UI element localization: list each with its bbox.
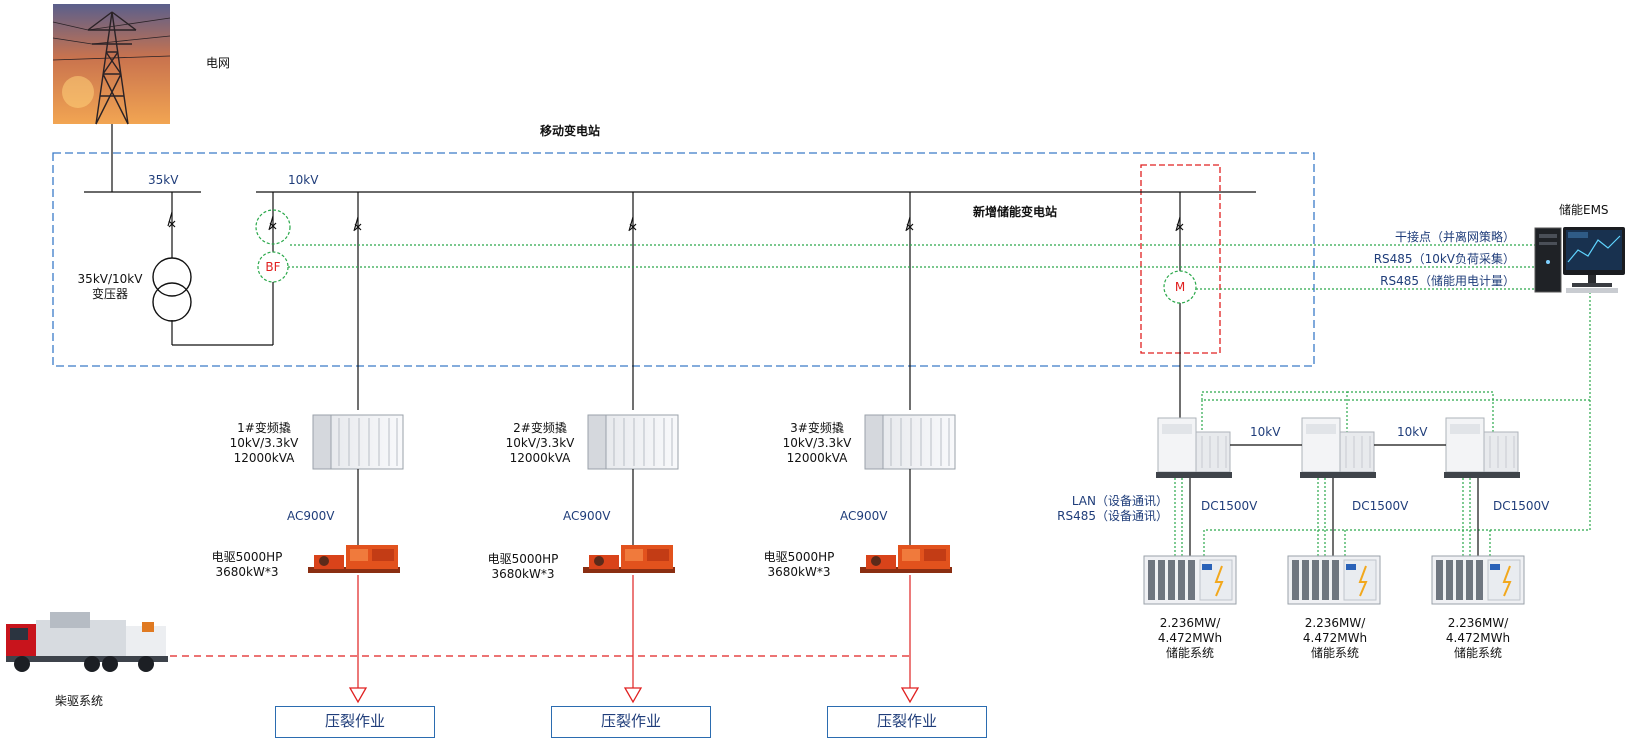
storage-2-line3: 储能系统 [1310, 646, 1359, 660]
motor-2-label1: 电驱5000HP [487, 552, 559, 566]
diesel-truck-image [6, 612, 168, 672]
vfd-1-spec1: 10kV/3.3kV [229, 436, 299, 450]
pcs-unit-2 [1300, 417, 1376, 478]
flow-arrows [348, 687, 920, 704]
motor-1-label2: 3680kW*3 [215, 565, 279, 579]
motor-3-label1: 电驱5000HP [763, 550, 835, 564]
bus-35kv-label: 35kV [148, 173, 179, 187]
mobile-substation-frame [52, 152, 1315, 367]
incoming-switch-icon [268, 215, 277, 231]
breaker-bf-label: BF [265, 260, 281, 274]
task-box-1: 压裂作业 [275, 706, 435, 738]
meter-label: M [1174, 280, 1186, 294]
ems-link-dry-contact: 干接点（并离网策略） [1394, 230, 1515, 244]
pcs-unit-3 [1444, 417, 1520, 478]
diesel-label: 柴驱系统 [55, 694, 104, 708]
vfd-3-name: 3#变频撬 [790, 421, 844, 435]
meter-circle [1163, 270, 1197, 304]
storage-1-line3: 储能系统 [1165, 646, 1214, 660]
vfd-container-1 [312, 414, 404, 470]
transformer-symbol [152, 257, 192, 322]
dc-label-2: DC1500V [1352, 499, 1409, 513]
mobile-substation-title: 移动变电站 [540, 124, 601, 138]
battery-cabinet-2 [1287, 555, 1381, 605]
dc-label-3: DC1500V [1493, 499, 1550, 513]
ems-computer-icon [1534, 227, 1625, 293]
vfd-3-spec1: 10kV/3.3kV [782, 436, 852, 450]
ems-link-rs485-load: RS485（10kV负荷采集） [1373, 252, 1515, 266]
storage-3-line3: 储能系统 [1453, 646, 1502, 660]
storage-1-line1: 2.236MW/ [1159, 616, 1221, 630]
vfd-1-name: 1#变频撬 [237, 421, 291, 435]
electric-pump-2 [583, 545, 675, 573]
task-box-3: 压裂作业 [827, 706, 987, 738]
storage-substation-title: 新增储能变电站 [973, 205, 1058, 219]
motor-2-label2: 3680kW*3 [491, 567, 555, 581]
comm-lines [288, 244, 1591, 556]
vfd-container-2 [587, 414, 679, 470]
battery-cabinet-1 [1143, 555, 1237, 605]
vfd-container-3 [864, 414, 956, 470]
feeder-switch-icons [353, 216, 1184, 232]
storage-comm-rs485: RS485（设备通讯） [1057, 509, 1168, 523]
vfd-2-output: AC900V [563, 509, 611, 523]
transformer-label-1: 35kV/10kV [77, 272, 143, 286]
switch-icon [167, 211, 176, 228]
vfd-1-spec2: 12000kVA [233, 451, 295, 465]
motor-1-label1: 电驱5000HP [211, 550, 283, 564]
vfd-3-output: AC900V [840, 509, 888, 523]
pcs-link-2-label: 10kV [1397, 425, 1428, 439]
ems-link-rs485-meter: RS485（储能用电计量） [1380, 274, 1515, 288]
vfd-2-spec2: 12000kVA [509, 451, 571, 465]
storage-2-line1: 2.236MW/ [1304, 616, 1366, 630]
electric-pump-1 [308, 545, 400, 573]
dc-label-1: DC1500V [1201, 499, 1258, 513]
switch-monitor-circle [255, 209, 291, 245]
grid-tower-image [52, 4, 171, 125]
pcs-link-1-label: 10kV [1250, 425, 1281, 439]
battery-cabinet-3 [1431, 555, 1525, 605]
storage-comm-lan: LAN（设备通讯） [1071, 494, 1168, 508]
electric-pump-3 [860, 545, 952, 573]
task-box-2: 压裂作业 [551, 706, 711, 738]
storage-2-line2: 4.472MWh [1302, 631, 1368, 645]
storage-3-line2: 4.472MWh [1445, 631, 1511, 645]
vfd-2-spec1: 10kV/3.3kV [505, 436, 575, 450]
vfd-3-spec2: 12000kVA [786, 451, 848, 465]
vfd-2-name: 2#变频撬 [513, 421, 567, 435]
vfd-1-output: AC900V [287, 509, 335, 523]
ems-title: 储能EMS [1559, 203, 1609, 217]
pcs-unit-1 [1156, 417, 1232, 478]
bus-10kv-label: 10kV [288, 173, 319, 187]
storage-3-line1: 2.236MW/ [1447, 616, 1509, 630]
storage-1-line2: 4.472MWh [1157, 631, 1223, 645]
transformer-label-2: 变压器 [91, 287, 128, 301]
motor-3-label2: 3680kW*3 [767, 565, 831, 579]
grid-label: 电网 [206, 56, 231, 70]
